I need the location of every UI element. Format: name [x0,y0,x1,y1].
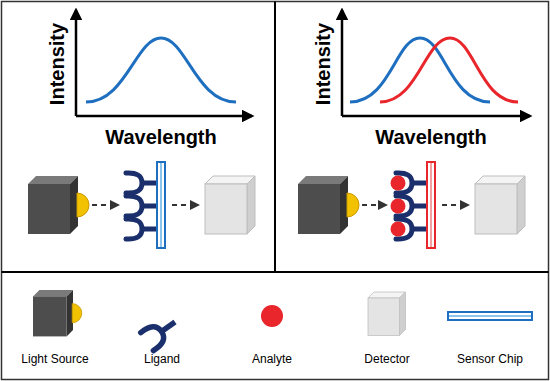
detector-icon [475,176,525,234]
analyte-icon [261,305,283,327]
legend-label: Light Source [21,353,88,367]
light-source-icon [33,290,82,336]
legend-icons [33,290,532,351]
axis-label: Wavelength [105,126,217,149]
sensor-setup [298,162,525,248]
legend-label: Analyte [252,353,292,367]
detector-icon [368,292,406,336]
legend-label: Detector [364,353,409,367]
light-source-icon [298,176,359,234]
legend-label: Sensor Chip [457,353,523,367]
analyte-icon [391,199,406,214]
blue-peak [86,38,236,102]
spectrum-plot [76,10,252,116]
analyte-icon [391,176,406,191]
axis-label: Wavelength [375,126,487,149]
axis-label: Intensity [312,23,335,105]
divider [274,2,276,273]
divider [2,271,549,273]
light-source-icon [28,176,89,234]
red-peak [380,38,518,102]
sensor-setup [28,162,255,248]
sensor-chip [157,162,165,248]
sensor-chip-icon [448,312,532,320]
ligand-icon [126,196,157,216]
sensor-chip [427,162,435,248]
axis-label: Intensity [46,23,69,105]
spectrum-plot [342,10,530,116]
ligand-icon [126,219,157,239]
legend-label: Ligand [144,353,180,367]
ligand-icon [126,173,157,193]
ligand-icon [141,313,182,351]
detector-icon [205,176,255,234]
analyte-icon [391,222,406,237]
